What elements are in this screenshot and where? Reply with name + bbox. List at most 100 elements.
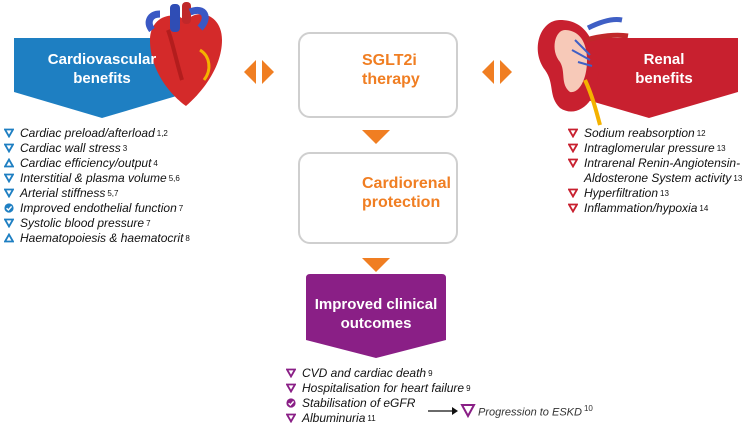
check-circle-icon	[286, 398, 296, 408]
cardio-banner	[14, 38, 190, 118]
down-triangle-icon	[568, 158, 578, 168]
cardio-item-ref: 1,2	[156, 129, 168, 138]
therapy-line2: therapy	[362, 71, 420, 88]
cardio-title-line1: Cardiovascular	[47, 51, 157, 68]
cardio-item-ref: 3	[122, 144, 128, 153]
renal-item-label: Intraglomerular pressure	[584, 141, 715, 155]
up-triangle-icon	[4, 158, 14, 168]
cardio-item-label: Cardiac preload/afterload	[20, 126, 155, 140]
down-triangle-icon	[4, 143, 14, 153]
double-arrow-icon	[244, 60, 274, 84]
renal-item-label: Intrarenal Renin-Angiotensin-	[584, 156, 741, 170]
eskd-ref: 10	[583, 404, 593, 413]
down-arrow-icon	[362, 130, 390, 144]
down-triangle-icon	[460, 404, 476, 419]
cardio-item-label: Improved endothelial function	[20, 201, 177, 215]
renal-title-line1: Renal	[643, 51, 685, 68]
down-arrow-icon	[362, 258, 390, 272]
down-triangle-icon	[286, 368, 296, 378]
outcomes-title: Improved clinical outcomes	[306, 295, 446, 333]
outcomes-item-label: Stabilisation of eGFR	[302, 396, 416, 410]
cardio-item-label: Cardiac efficiency/output	[20, 156, 152, 170]
kidney-icon	[537, 17, 629, 126]
cardio-item-ref: 4	[153, 159, 158, 168]
cardio-item-ref: 5,7	[107, 189, 119, 198]
therapy-line1: SGLT2i	[362, 52, 417, 69]
eskd-text: Progression to ESKD	[478, 406, 582, 419]
cardio-item-label: Arterial stiffness	[20, 186, 106, 200]
renal-item-label: Hyperfiltration	[584, 186, 659, 200]
outcomes-item-label: Hospitalisation for heart failure	[302, 381, 465, 395]
renal-item-label: Aldosterone System activity	[584, 171, 732, 185]
cardio-title: Cardiovascular benefits	[14, 50, 190, 88]
down-triangle-icon	[568, 188, 578, 198]
renal-item-ref: 13	[660, 189, 669, 198]
cardio-item-label: Interstitial & plasma volume	[20, 171, 167, 185]
outcomes-item-ref: 9	[466, 384, 471, 393]
outcomes-title-line2: outcomes	[340, 315, 412, 332]
outcomes-item-ref: 11	[367, 414, 376, 423]
therapy-label: SGLT2i therapy	[362, 51, 420, 89]
renal-item-ref: 14	[699, 204, 709, 213]
down-triangle-icon	[4, 188, 14, 198]
outcomes-title-line1: Improved clinical	[314, 296, 438, 313]
down-triangle-icon	[568, 143, 578, 153]
renal-title: Renal benefits	[590, 50, 738, 88]
cardio-item-ref: 5,6	[168, 174, 180, 183]
protection-line2: protection	[362, 194, 441, 211]
outcomes-item-label: CVD and cardiac death	[302, 366, 427, 380]
down-triangle-icon	[4, 173, 14, 183]
check-circle-icon	[4, 203, 14, 213]
renal-item-ref: 13	[733, 174, 743, 183]
down-triangle-icon	[4, 128, 14, 138]
renal-item-label: Sodium reabsorption	[584, 126, 695, 140]
double-arrow-icon	[482, 60, 512, 84]
cardio-item-ref: 8	[185, 234, 190, 243]
cardio-item-label: Haematopoiesis & haematocrit	[20, 231, 184, 245]
cardio-item-ref: 7	[178, 204, 184, 213]
down-triangle-icon	[568, 203, 578, 213]
renal-item-ref: 12	[696, 129, 706, 138]
outcomes-item-label: Albuminuria	[302, 411, 366, 425]
cardio-title-line2: benefits	[73, 70, 131, 87]
heart-icon	[145, 2, 222, 106]
cardio-item-ref: 7	[146, 219, 151, 228]
renal-title-line2: benefits	[635, 70, 693, 87]
down-triangle-icon	[286, 383, 296, 393]
outcomes-item-ref: 9	[428, 369, 433, 378]
outcomes-list-item: Stabilisation of eGFR	[286, 396, 471, 411]
renal-banner	[560, 38, 738, 118]
renal-list-item: Intrarenal Renin-Angiotensin-	[568, 156, 742, 171]
protection-line1: Cardiorenal	[362, 175, 451, 192]
down-triangle-icon	[568, 128, 578, 138]
therapy-card	[298, 32, 458, 118]
down-triangle-icon	[286, 413, 296, 423]
down-triangle-icon	[4, 218, 14, 228]
protection-label: Cardiorenal protection	[362, 174, 451, 212]
outcomes-banner	[306, 274, 446, 358]
renal-item-ref: 13	[716, 144, 726, 153]
cardio-item-label: Cardiac wall stress	[20, 141, 121, 155]
protection-card	[298, 152, 458, 244]
renal-item-label: Inflammation/hypoxia	[584, 201, 698, 215]
up-triangle-icon	[4, 233, 14, 243]
